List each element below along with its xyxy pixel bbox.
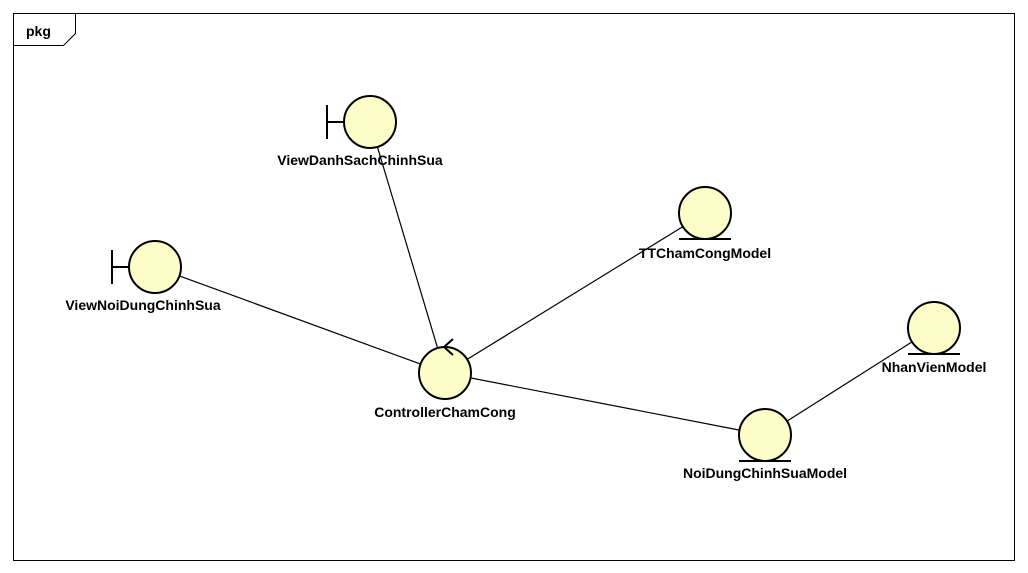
node-label: ViewDanhSachChinhSua [277,152,443,168]
control-circle [418,346,472,400]
boundary-icon [111,250,129,284]
connections [179,146,913,431]
association-view-noi-dung-to-controller [179,275,421,365]
entity-node-noidung-model[interactable]: NoiDungChinhSuaModel [683,408,847,481]
node-label: TTChamCongModel [639,245,771,261]
boundary-node-view-noi-dung[interactable]: ViewNoiDungChinhSua [65,240,221,313]
boundary-node-view-danh-sach[interactable]: ViewDanhSachChinhSua [277,95,443,168]
control-arrow-icon [442,338,454,356]
package-frame-label: pkg [26,23,51,39]
association-noidung-model-to-nhanvien-model [786,341,913,422]
nodes: ViewDanhSachChinhSuaViewNoiDungChinhSuaC… [65,95,987,481]
entity-node-nhanvien-model[interactable]: NhanVienModel [882,301,987,375]
boundary-circle [128,240,182,294]
entity-circle [678,186,732,240]
boundary-circle [343,95,397,149]
association-view-danh-sach-to-controller [376,146,439,349]
entity-circle [907,301,961,355]
association-controller-to-tt-model [466,226,684,360]
entity-node-tt-model[interactable]: TTChamCongModel [639,186,771,261]
package-frame: pkg [13,13,1015,561]
node-label: ControllerChamCong [374,404,516,420]
node-label: ViewNoiDungChinhSua [65,297,221,313]
node-label: NhanVienModel [882,359,987,375]
node-label: NoiDungChinhSuaModel [683,465,847,481]
boundary-icon [326,105,344,139]
association-controller-to-noidung-model [470,377,740,431]
control-node-controller[interactable]: ControllerChamCong [374,338,516,420]
entity-circle [738,408,792,462]
